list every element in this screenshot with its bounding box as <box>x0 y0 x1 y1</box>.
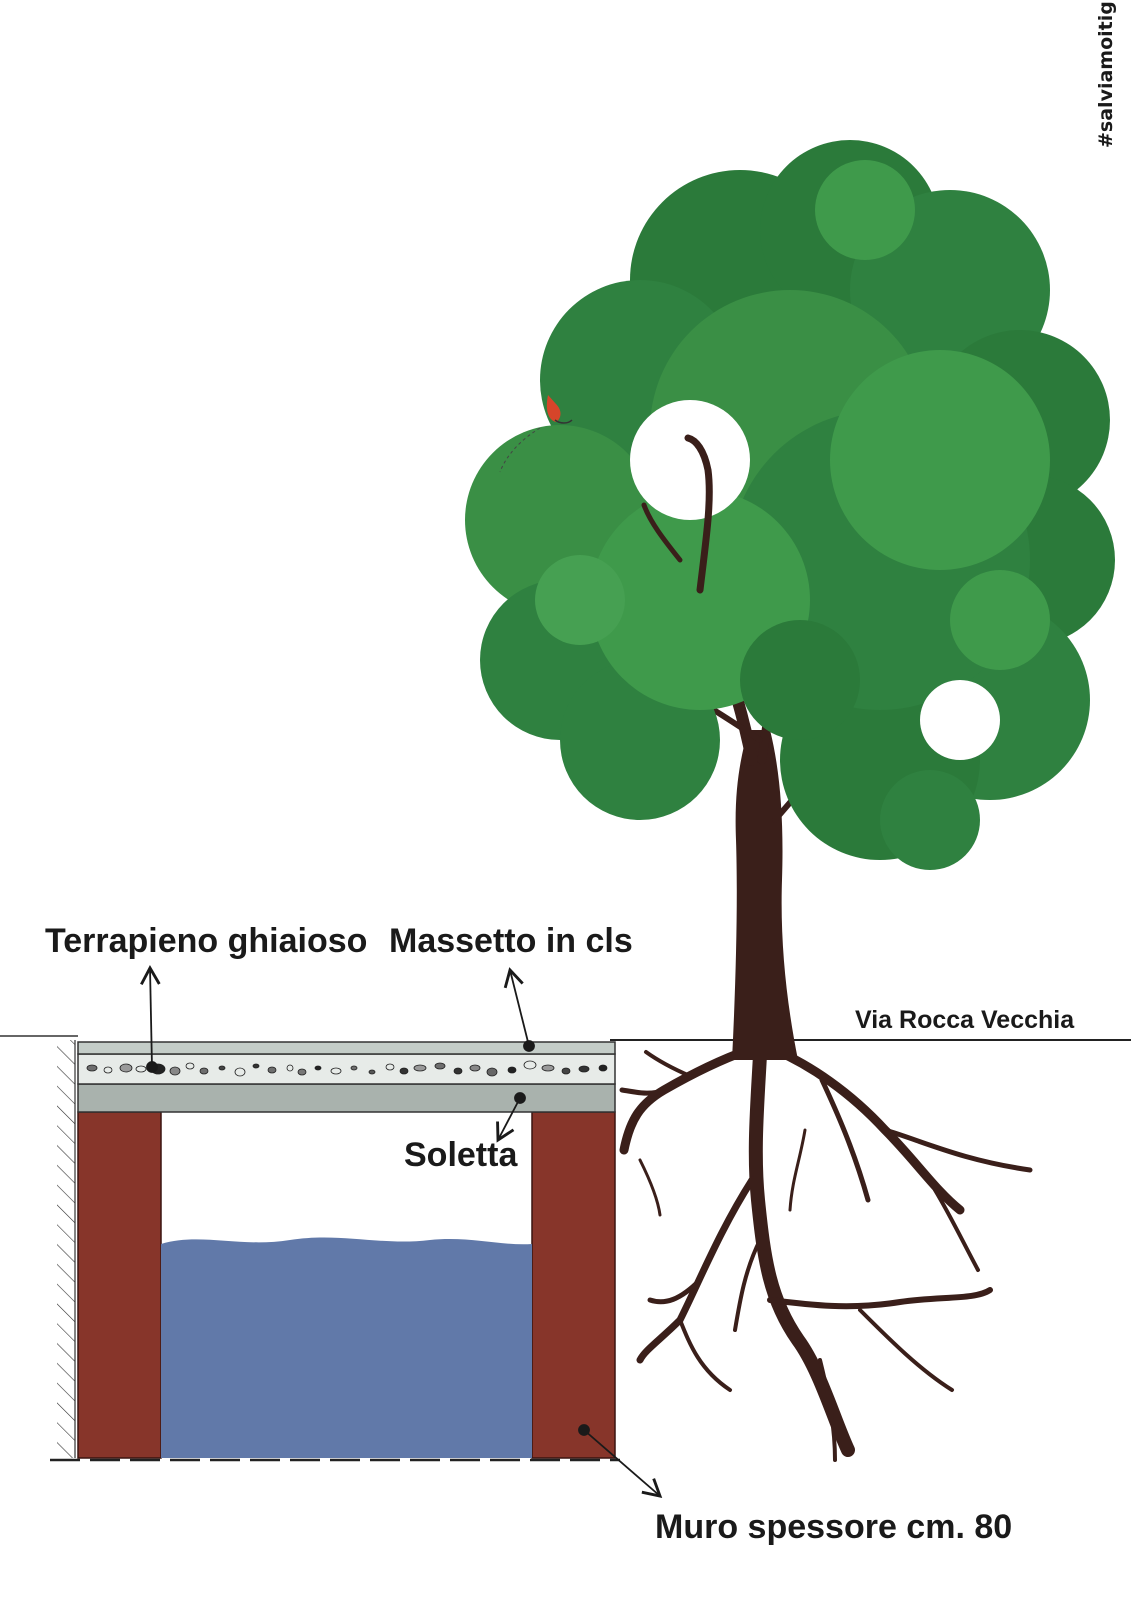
hashtag-text: #salviamoitigli <box>1095 0 1117 148</box>
water <box>161 1237 532 1458</box>
label-gravel-fill: Terrapieno ghiaioso <box>45 922 367 960</box>
ground-line <box>0 1035 1131 1041</box>
bird-icon <box>499 395 573 473</box>
label-slab: Soletta <box>404 1136 518 1174</box>
label-screed: Massetto in cls <box>389 922 633 960</box>
tree-roots <box>619 1003 1033 1462</box>
leader-lines <box>140 965 663 1498</box>
label-street: Via Rocca Vecchia <box>855 1006 1075 1034</box>
gravel-layer <box>77 1053 616 1085</box>
wall-left <box>77 1111 162 1459</box>
slab <box>77 1083 616 1113</box>
wall-right <box>531 1111 616 1459</box>
screed <box>77 1041 616 1055</box>
soil-hatch <box>57 1040 76 1458</box>
tree-foliage <box>465 140 1115 870</box>
label-wall: Muro spessore cm. 80 <box>655 1508 1012 1546</box>
tree-branches-front <box>641 434 713 594</box>
